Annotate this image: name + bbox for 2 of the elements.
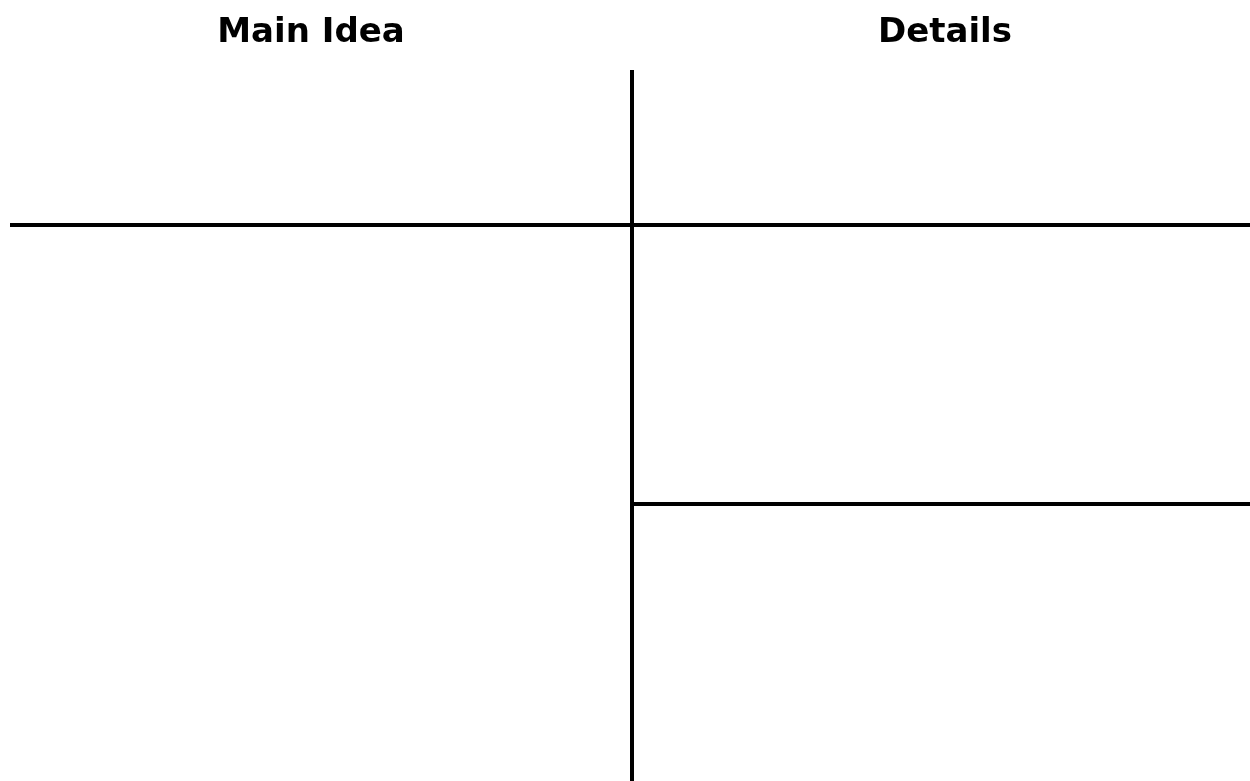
column-heading: Details [877, 9, 1013, 52]
column-heading: Main Idea [216, 9, 406, 52]
